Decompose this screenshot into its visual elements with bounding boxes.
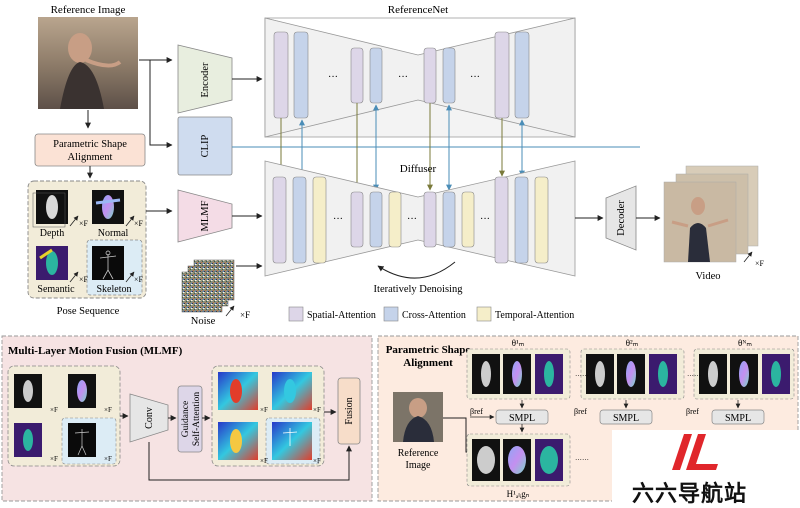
- psa-dots-2: ······: [687, 372, 701, 380]
- skeleton-label: Skeleton: [97, 284, 132, 295]
- referencenet-blocks: [273, 31, 530, 119]
- guidance-label-line2: Self-Attention: [191, 392, 202, 447]
- video-times-f: ×F: [755, 259, 765, 268]
- conv-block: [129, 393, 169, 443]
- psa-group-1: [466, 348, 571, 400]
- normal-label: Normal: [98, 228, 129, 239]
- fusion-label: Fusion: [344, 397, 355, 424]
- semantic-label: Semantic: [37, 284, 75, 295]
- psa-group-2: [580, 348, 685, 400]
- depth-times-f: ×F: [79, 219, 89, 228]
- mlmf-panel-title: Multi-Layer Motion Fusion (MLMF): [8, 345, 183, 357]
- psa-box-line2: Alignment: [68, 152, 113, 163]
- normal-times-f: ×F: [134, 219, 144, 228]
- watermark-logo: [672, 434, 718, 470]
- diffuser-ellipsis-2: ···: [407, 214, 417, 225]
- beta-ref-2: βref: [574, 407, 587, 416]
- h-align-label: H¹ₐₗᵢgₙ: [507, 489, 530, 499]
- theta-1: θ¹ₘ: [512, 338, 525, 348]
- legend-spatial-label: Spatial-Attention: [307, 310, 376, 321]
- clip-label: CLIP: [200, 134, 211, 157]
- mlmf-times-f-1: ×F: [50, 406, 58, 414]
- psa-group-n: [693, 348, 795, 400]
- pose-sequence-label: Pose Sequence: [57, 306, 120, 317]
- watermark-text: 六六导航站: [632, 482, 748, 507]
- theta-n: θᴺₘ: [738, 338, 752, 348]
- watermark: 六六导航站: [612, 430, 800, 507]
- beta-ref-1: βref: [470, 407, 483, 416]
- decoder-block: [605, 185, 637, 251]
- mlmf-block: [177, 189, 233, 243]
- conv-label: Conv: [144, 407, 155, 429]
- legend-cross-swatch: [383, 306, 399, 322]
- legend-temporal-label: Temporal-Attention: [495, 310, 574, 321]
- psa-reference-line2: Image: [406, 460, 432, 471]
- diffuser-blocks: [272, 176, 549, 264]
- diffuser-hourglass: [264, 160, 576, 277]
- smpl-label-2: SMPL: [613, 413, 639, 424]
- psa-aligned-group: [466, 433, 571, 487]
- denoise-loop-arrow: [377, 261, 456, 279]
- smpl-label-n: SMPL: [725, 413, 751, 424]
- mlmf-times-f-2: ×F: [104, 406, 112, 414]
- guidance-label-line1: Guidance: [181, 401, 191, 437]
- decoder-label: Decoder: [616, 200, 627, 236]
- smpl-box-2: [599, 409, 653, 425]
- noise-stack: [181, 259, 235, 313]
- diffuser-ellipsis-3: ···: [480, 214, 490, 225]
- mlmf-out-times-f-3: ×F: [260, 457, 268, 465]
- noise-label: Noise: [191, 316, 216, 327]
- reference-image-label: Reference Image: [51, 4, 126, 16]
- refnet-ellipsis-1: ···: [328, 72, 338, 83]
- legend-cross-label: Cross-Attention: [402, 310, 466, 321]
- mlmf-out-times-f-2: ×F: [313, 406, 321, 414]
- semantic-times-f: ×F: [79, 275, 89, 284]
- referencenet-label: ReferenceNet: [388, 4, 448, 16]
- psa-panel-title-line2: Alignment: [403, 357, 453, 369]
- psa-panel-title-line1: Parametric Shape: [386, 344, 471, 356]
- legend-temporal-swatch: [476, 306, 492, 322]
- mlmf-times-f-4: ×F: [104, 455, 112, 463]
- psa-dots-1: ······: [575, 372, 589, 380]
- mlmf-label: MLMF: [200, 200, 211, 231]
- psa-dots-3: ······: [575, 456, 589, 464]
- smpl-label-1: SMPL: [509, 413, 535, 424]
- guidance-self-attention-block: [177, 385, 203, 453]
- iteratively-denoising-label: Iteratively Denoising: [374, 284, 464, 295]
- beta-ref-n: βref: [686, 407, 699, 416]
- video-frames: [663, 165, 759, 263]
- diffuser-ellipsis-1: ···: [333, 214, 343, 225]
- encoder-label: Encoder: [200, 62, 211, 97]
- reference-person: [68, 33, 92, 63]
- mlmf-times-f-3: ×F: [50, 455, 58, 463]
- noise-times-f: ×F: [240, 310, 250, 320]
- theta-2: θ²ₘ: [626, 338, 639, 348]
- diffuser-label: Diffuser: [400, 163, 437, 175]
- skeleton-times-f: ×F: [134, 275, 144, 284]
- encoder-block: [177, 44, 233, 114]
- legend-spatial-swatch: [288, 306, 304, 322]
- psa-box-line1: Parametric Shape: [53, 139, 127, 150]
- clip-block: [177, 116, 233, 176]
- smpl-box-n: [711, 409, 765, 425]
- mlmf-out-times-f-4: ×F: [313, 457, 321, 465]
- mlmf-out-times-f-1: ×F: [260, 406, 268, 414]
- refnet-ellipsis-3: ···: [470, 72, 480, 83]
- legend: Spatial-Attention Cross-Attention Tempor…: [288, 306, 574, 322]
- depth-label: Depth: [40, 228, 64, 239]
- video-label: Video: [695, 271, 720, 282]
- psa-reference-line1: Reference: [398, 448, 439, 459]
- refnet-ellipsis-2: ···: [398, 72, 408, 83]
- fusion-block: [337, 377, 361, 445]
